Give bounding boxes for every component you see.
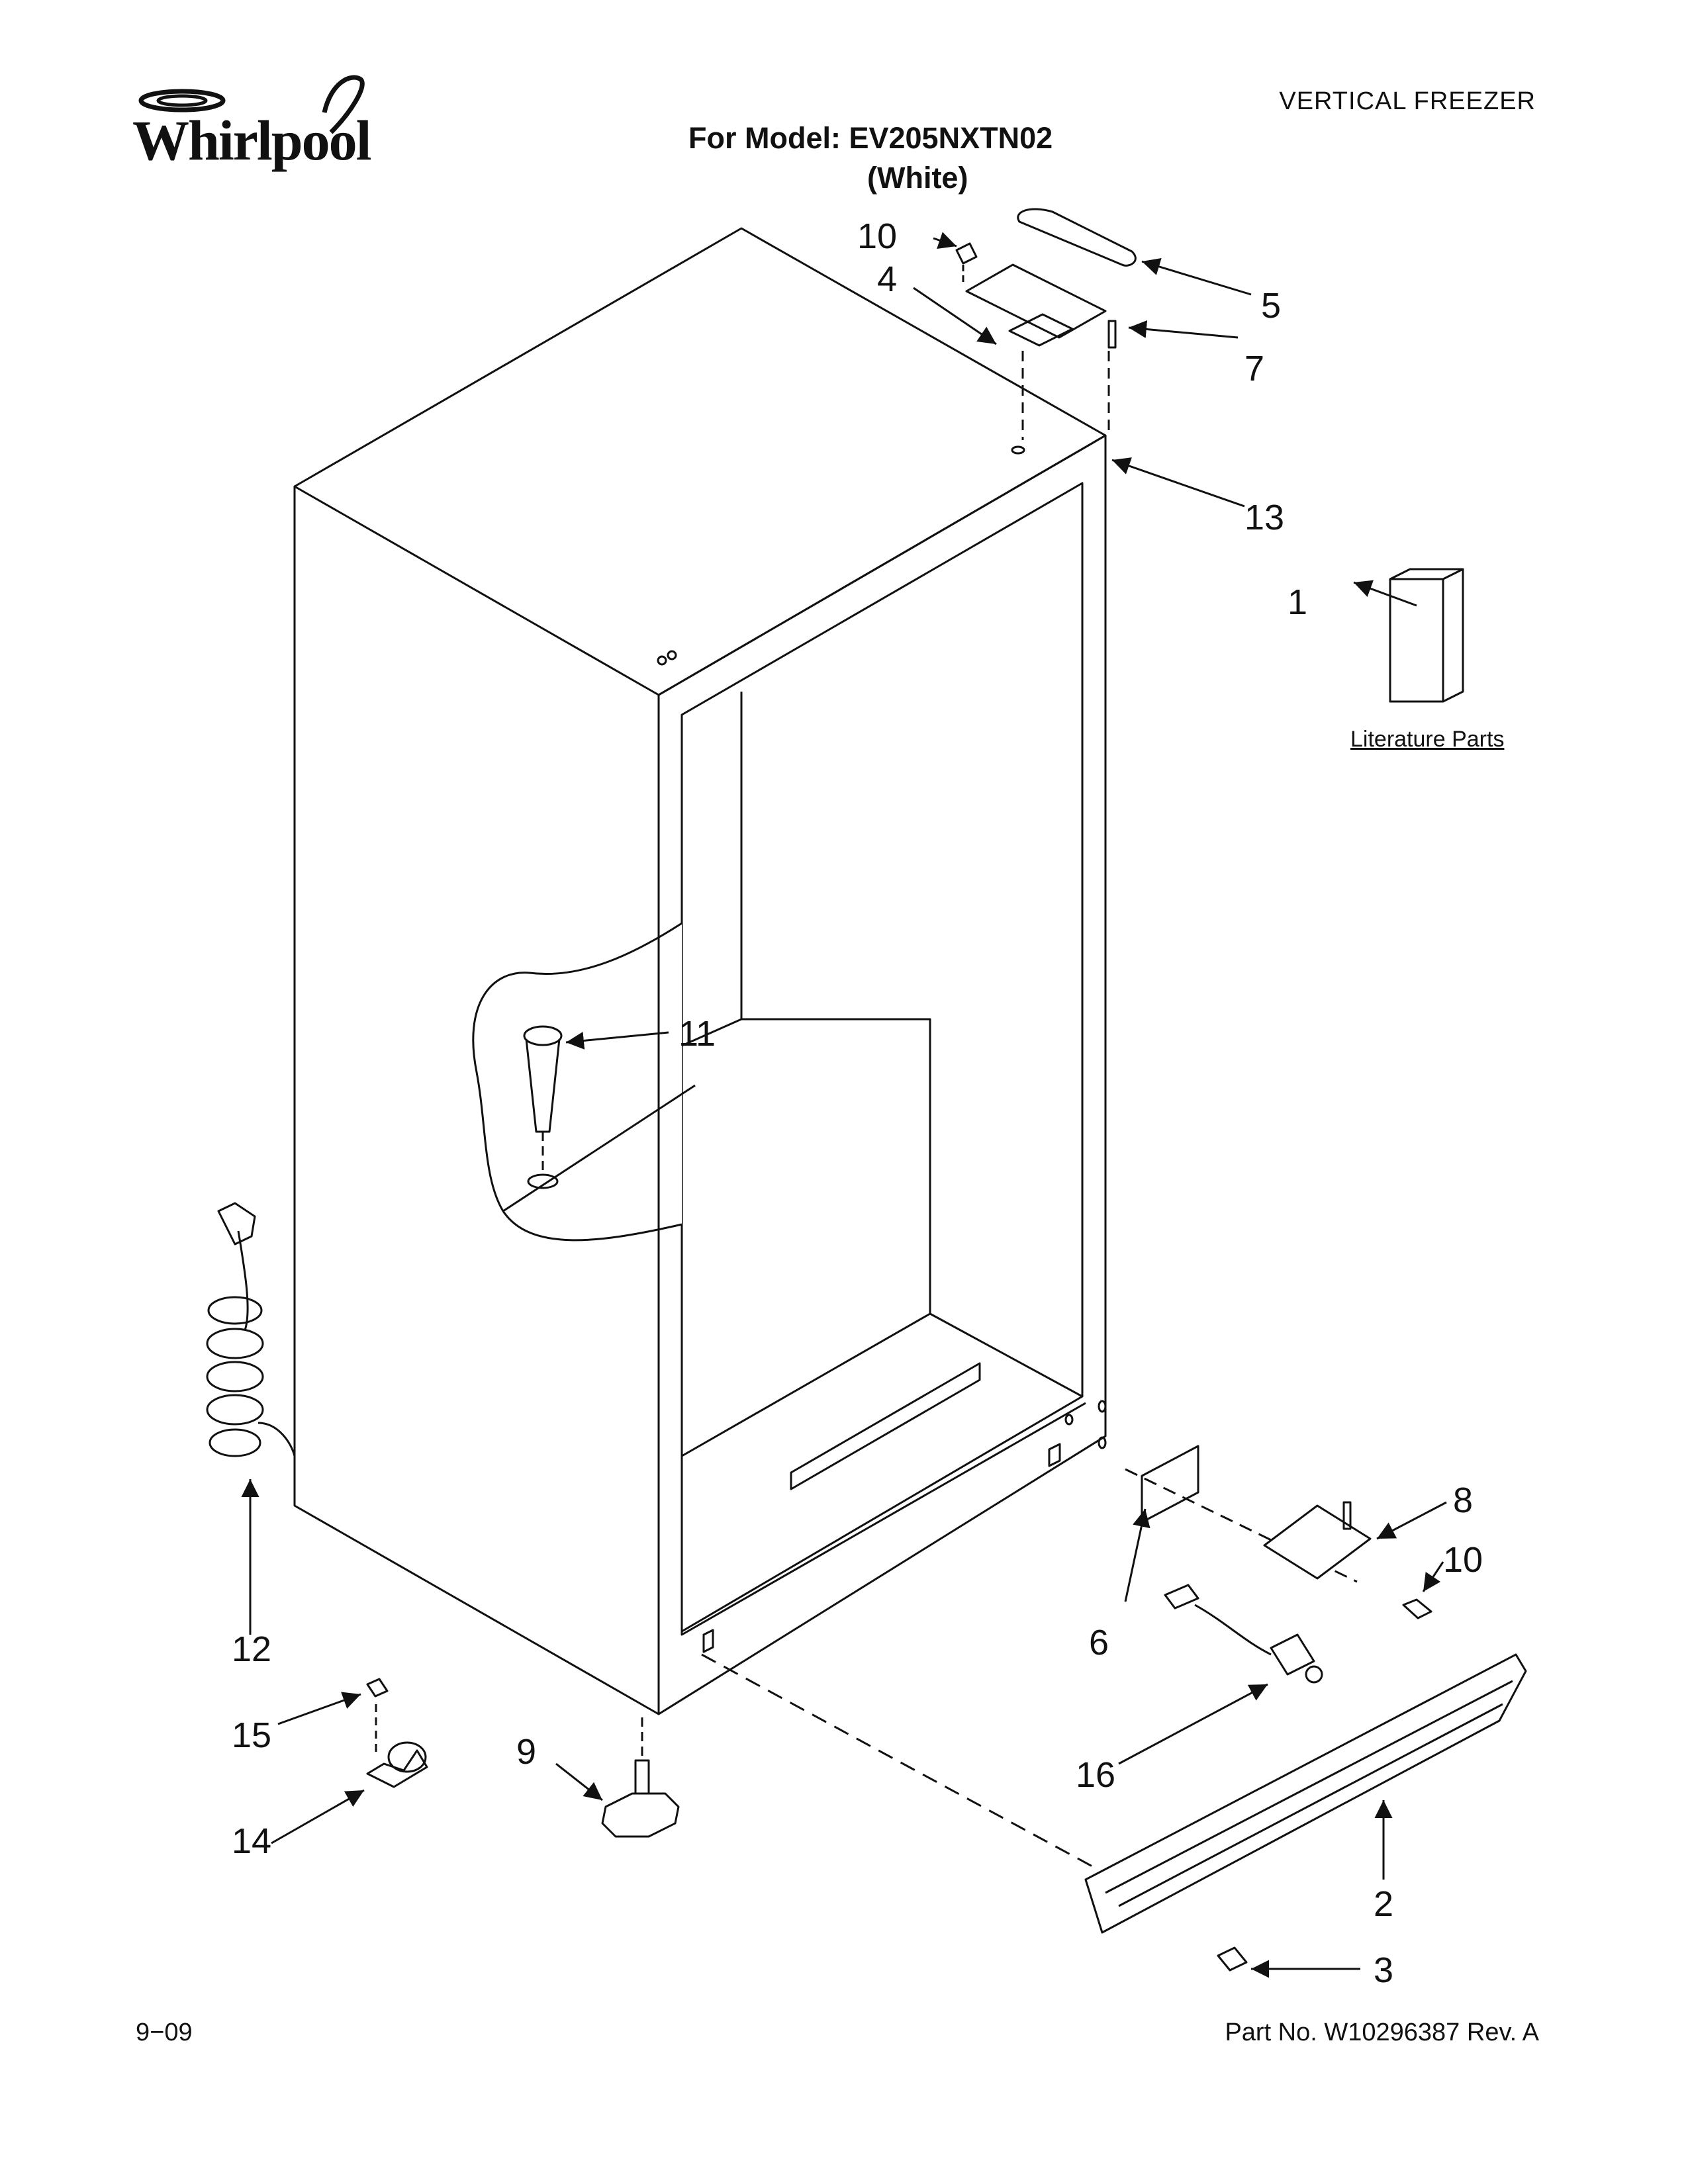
- callout-2: 2: [1374, 1884, 1393, 1924]
- cord-clamp: [366, 1678, 428, 1788]
- whirlpool-logo: Whirlpool: [132, 73, 391, 179]
- leveling-leg: [601, 1717, 680, 1838]
- callout-4: 4: [877, 259, 897, 299]
- callout-1: 1: [1288, 582, 1307, 622]
- power-cord: [206, 1202, 296, 1457]
- category-label: VERTICAL FREEZER: [1279, 87, 1536, 115]
- callout-14: 14: [232, 1821, 271, 1861]
- cabinet-body: [293, 227, 1107, 1715]
- callout-10-top: 10: [857, 216, 897, 256]
- sensor-harness: [1164, 1584, 1323, 1684]
- callout-9: 9: [516, 1732, 536, 1772]
- footer-part-number: Part No. W10296387 Rev. A: [1225, 2019, 1539, 2046]
- literature-booklet-icon: [1389, 568, 1464, 703]
- top-hinge: [955, 208, 1137, 440]
- bottom-hinge: [1125, 1445, 1432, 1619]
- callout-11: 11: [679, 1014, 716, 1054]
- callout-16: 16: [1076, 1755, 1115, 1795]
- callout-3: 3: [1374, 1950, 1393, 1990]
- literature-parts-label: Literature Parts: [1350, 727, 1505, 752]
- callout-13: 13: [1244, 498, 1284, 537]
- callout-8: 8: [1453, 1480, 1473, 1520]
- model-number: For Model: EV205NXTN02: [688, 121, 1053, 155]
- callout-12: 12: [232, 1629, 271, 1669]
- logo-swirl-icon: [138, 75, 365, 134]
- shelf-support-11: [523, 1025, 563, 1189]
- callout-5: 5: [1261, 286, 1281, 326]
- callout-10-bottom: 10: [1443, 1540, 1483, 1580]
- callout-6: 6: [1089, 1623, 1109, 1662]
- cutaway-outline: [472, 922, 682, 1242]
- callout-7: 7: [1244, 349, 1264, 388]
- model-color: (White): [867, 161, 968, 195]
- logo-wordmark: Whirlpool: [132, 109, 372, 172]
- base-grille: [701, 1653, 1527, 1972]
- callout-15: 15: [232, 1715, 271, 1755]
- footer-date: 9−09: [136, 2019, 193, 2046]
- callout-labels: 1 2 3 4 5 6 7 8 9 10 10 11 12 13 14 15 1…: [232, 216, 1483, 1990]
